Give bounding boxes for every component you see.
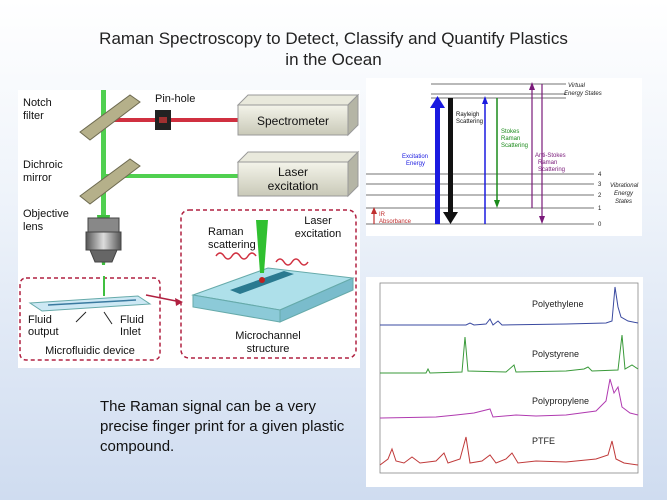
fluid-inlet-label-2: Inlet — [120, 326, 141, 338]
ir-label-2: Absorbance — [379, 219, 412, 225]
level-2: 2 — [598, 193, 602, 199]
spectra-svg: Polyethylene Polystyrene Polypropylene P… — [379, 282, 639, 474]
anti-stokes-label-3: Scattering — [538, 167, 565, 173]
title-line-1: Raman Spectroscopy to Detect, Classify a… — [99, 29, 568, 48]
energy-diagram-svg: 4 3 2 1 0 Virtual Energy States Vibratio… — [366, 82, 639, 228]
raman-wave-left — [215, 252, 257, 260]
notch-filter-plate — [79, 94, 141, 141]
level-4: 4 — [598, 172, 602, 178]
label-polyethylene: Polyethylene — [532, 299, 584, 309]
laser-box: Laser excitation — [236, 150, 360, 198]
label-polystyrene: Polystyrene — [532, 349, 579, 359]
spectrum-polyethylene — [380, 286, 639, 326]
fluid-output-label-1: Fluid — [28, 314, 52, 326]
particle — [259, 277, 265, 283]
spectrum-polystyrene — [380, 334, 639, 374]
stokes-label-2: Raman — [501, 136, 520, 142]
spectrum-ptfe — [379, 436, 639, 466]
objective-lens — [85, 217, 122, 263]
energy-level-diagram: 4 3 2 1 0 Virtual Energy States Vibratio… — [366, 78, 642, 236]
laser-label-line2: excitation — [268, 179, 319, 193]
slide-title: Raman Spectroscopy to Detect, Classify a… — [0, 28, 667, 70]
objective-label-1: Objective — [23, 208, 69, 220]
stokes-label-3: Scattering — [501, 143, 528, 149]
ir-label-1: IR — [379, 212, 386, 218]
virtual-states-label-1: Virtual — [568, 83, 586, 89]
label-ptfe: PTFE — [532, 436, 555, 446]
dichroic-label-1: Dichroic — [23, 159, 63, 171]
notch-filter-label-1: Notch — [23, 97, 52, 109]
microchannel-box — [180, 209, 357, 359]
microfluidic-device-box — [19, 277, 161, 361]
excitation-energy-label-1: Excitation — [402, 154, 428, 160]
anti-stokes-label-1: Anti-Stokes — [535, 153, 566, 159]
pinhole-label: Pin-hole — [155, 93, 195, 105]
notch-filter-label-2: filter — [23, 110, 44, 122]
vibrational-label-2: Energy — [614, 191, 634, 197]
microchannel-label-2: structure — [247, 343, 290, 355]
dichroic-mirror-plate — [79, 158, 141, 205]
laser-excitation-label-1: Laser — [304, 215, 332, 227]
excitation-energy-label-2: Energy — [406, 161, 425, 167]
stokes-label-1: Stokes — [501, 129, 519, 135]
raman-wave-right — [275, 258, 309, 266]
microfluidic-device-label: Microfluidic device — [45, 345, 135, 357]
rayleigh-label-2: Scattering — [456, 119, 483, 125]
level-0: 0 — [598, 222, 602, 228]
raman-beam-to-spectrometer — [106, 118, 238, 122]
laser-excitation-label-2: excitation — [295, 228, 341, 240]
virtual-states-label-2: Energy States — [564, 91, 602, 97]
microchannel-label-1: Microchannel — [235, 330, 300, 342]
fluid-output-label-2: output — [28, 326, 59, 338]
label-polypropylene: Polypropylene — [532, 396, 589, 406]
focused-laser — [256, 220, 268, 273]
spectra-frame — [379, 282, 639, 474]
slide-caption: The Raman signal can be a very precise f… — [100, 398, 345, 455]
spectrum-polypropylene — [379, 378, 639, 419]
vibrational-label-1: Vibrational — [610, 183, 639, 189]
raman-scattering-label-1: Raman — [208, 226, 243, 238]
laser-beam-vertical — [101, 90, 106, 215]
laser-label-line1: Laser — [278, 165, 308, 179]
rayleigh-label-1: Rayleigh — [456, 112, 479, 118]
title-line-2: in the Ocean — [285, 50, 382, 69]
vibrational-label-3: States — [615, 199, 632, 205]
objective-label-2: lens — [23, 221, 44, 233]
dichroic-label-2: mirror — [23, 172, 52, 184]
level-1: 1 — [598, 206, 602, 212]
spectrometer-box: Spectrometer — [236, 93, 360, 137]
anti-stokes-label-2: Raman — [538, 160, 557, 166]
level-3: 3 — [598, 182, 602, 188]
laser-beam-horizontal — [106, 174, 238, 178]
excitation-arrow — [435, 106, 440, 224]
fluid-inlet-label-1: Fluid — [120, 314, 144, 326]
microfluidic-chip — [28, 295, 152, 312]
raman-scattering-label-2: scattering — [208, 239, 256, 251]
zoom-arrow — [145, 294, 182, 303]
rayleigh-arrow — [448, 98, 453, 214]
raman-setup-svg: Spectrometer Laser excitation Notch filt… — [19, 90, 360, 361]
raman-setup-diagram: Spectrometer Laser excitation Notch filt… — [18, 90, 360, 368]
spectrometer-label: Spectrometer — [257, 114, 329, 128]
raman-spectra-panel: Polyethylene Polystyrene Polypropylene P… — [366, 277, 643, 487]
